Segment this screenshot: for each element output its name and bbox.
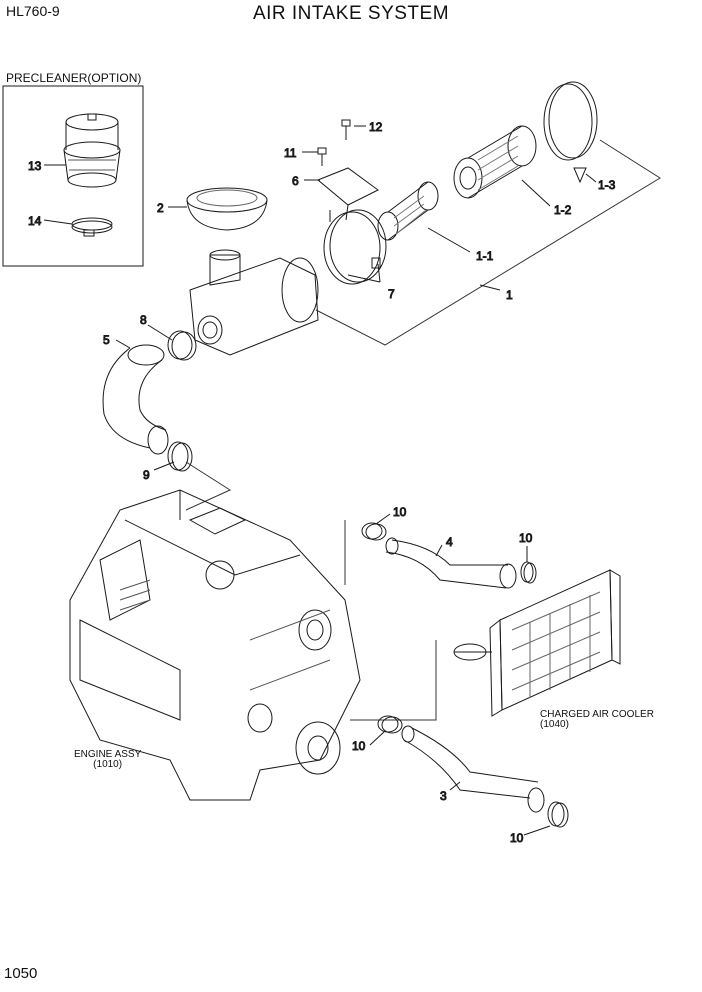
engine-assy-label: ENGINE ASSY (1010) bbox=[74, 750, 141, 770]
bolt-12 bbox=[341, 119, 351, 140]
bolt-11 bbox=[317, 147, 327, 166]
callout-1-2: 1-2 bbox=[554, 203, 572, 217]
cooler-ref: (1040) bbox=[540, 719, 569, 730]
hose-clamp-8 bbox=[167, 330, 197, 361]
primary-element bbox=[453, 125, 537, 199]
callout-10-d: 10 bbox=[510, 831, 524, 845]
leader-lines bbox=[43, 125, 597, 836]
dust-valve bbox=[573, 167, 587, 184]
callout-7: 7 bbox=[388, 287, 395, 301]
callout-3: 3 bbox=[440, 789, 447, 803]
safety-element bbox=[377, 181, 439, 241]
hose-clamp-9 bbox=[167, 441, 193, 472]
engine-assy-name: ENGINE ASSY bbox=[74, 749, 142, 760]
page-number: 1050 bbox=[4, 965, 38, 982]
hose-clamp-10-c bbox=[377, 715, 403, 734]
callout-11: 11 bbox=[284, 146, 297, 160]
callout-10-c: 10 bbox=[352, 739, 366, 753]
callout-10-b: 10 bbox=[519, 531, 533, 545]
engine-assembly bbox=[69, 489, 361, 801]
precleaner-clamp bbox=[71, 217, 113, 237]
callout-9: 9 bbox=[143, 468, 150, 482]
callout-2: 2 bbox=[157, 201, 164, 215]
charged-air-cooler bbox=[453, 569, 621, 717]
precleaner-label: PRECLEANER(OPTION) bbox=[6, 71, 142, 85]
callout-6: 6 bbox=[292, 174, 299, 188]
charged-air-cooler-label: CHARGED AIR COOLER (1040) bbox=[540, 710, 654, 730]
model-number: HL760-9 bbox=[6, 3, 60, 19]
hose-clamp-10-b bbox=[520, 561, 537, 584]
hose-clamp-10-d bbox=[547, 801, 569, 828]
callout-14: 14 bbox=[28, 214, 42, 228]
air-cleaner-body bbox=[189, 249, 319, 356]
callout-1: 1 bbox=[506, 288, 513, 302]
cooler-name: CHARGED AIR COOLER bbox=[540, 709, 654, 720]
cooler-link-line bbox=[350, 640, 437, 721]
callout-13: 13 bbox=[28, 159, 42, 173]
assembly-outline bbox=[315, 139, 661, 346]
rain-cap bbox=[186, 187, 268, 231]
intercooler-hose-4 bbox=[385, 537, 517, 589]
hose-clamp-10-a bbox=[361, 522, 387, 541]
connection-line bbox=[185, 461, 232, 511]
callout-1-1: 1-1 bbox=[476, 249, 494, 263]
callout-5: 5 bbox=[103, 333, 110, 347]
elbow-hose bbox=[102, 344, 169, 455]
page-title: AIR INTAKE SYSTEM bbox=[252, 3, 450, 24]
band-clamp bbox=[323, 209, 387, 285]
callout-1-3: 1-3 bbox=[598, 178, 616, 192]
engine-assy-ref: (1010) bbox=[93, 759, 123, 770]
callout-10-a: 10 bbox=[393, 505, 407, 519]
precleaner-box bbox=[2, 85, 144, 267]
bracket bbox=[317, 167, 379, 222]
callout-4: 4 bbox=[446, 535, 453, 549]
callout-12: 12 bbox=[369, 120, 383, 134]
precleaner-part bbox=[63, 113, 121, 188]
callout-8: 8 bbox=[140, 313, 147, 327]
intercooler-hose-3 bbox=[401, 725, 545, 813]
end-cover bbox=[543, 81, 598, 161]
